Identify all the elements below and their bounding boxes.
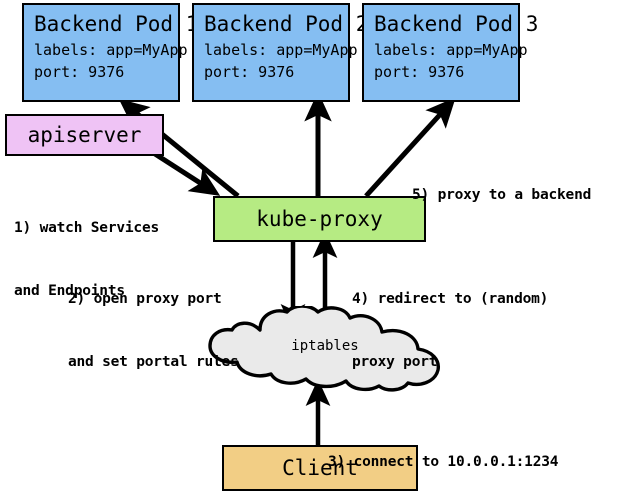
step-2-line-2: and set portal rules	[68, 354, 239, 370]
node-apiserver[interactable]: apiserver	[5, 114, 164, 156]
pod-3-port: port: 9376	[374, 63, 465, 81]
client-label: Client	[282, 456, 358, 480]
pod-1-port: port: 9376	[34, 63, 125, 81]
node-kube-proxy[interactable]: kube-proxy	[213, 196, 426, 242]
pod-2-labels: labels: app=MyApp	[204, 41, 358, 59]
step-4-label: 4) redirect to (random) proxy port	[352, 247, 548, 415]
step-4-line-1: 4) redirect to (random)	[352, 291, 549, 307]
kube-proxy-label: kube-proxy	[256, 207, 383, 231]
cloud-shape	[208, 304, 440, 392]
node-backend-pod-3[interactable]: Backend Pod 3 labels: app=MyApp port: 93…	[362, 3, 539, 102]
pod-1-title: Backend Pod 1	[34, 12, 199, 36]
step-4-line-2: proxy port	[352, 354, 438, 370]
step-1-line-2: and Endpoints	[14, 283, 125, 299]
apiserver-label: apiserver	[27, 123, 142, 147]
step-1-line-1: 1) watch Services	[14, 220, 160, 236]
step-1-label: 1) watch Services and Endpoints	[14, 176, 159, 344]
pod-2-port: port: 9376	[204, 63, 295, 81]
node-backend-pod-2[interactable]: Backend Pod 2 labels: app=MyApp port: 93…	[192, 3, 369, 102]
edge-apiserver-to-kubeproxy	[150, 149, 221, 196]
pod-1-labels: labels: app=MyApp	[34, 41, 188, 59]
iptables-label: iptables	[291, 338, 359, 354]
step-5-line-1: 5) proxy to a backend	[412, 187, 592, 203]
node-client[interactable]: Client	[222, 445, 418, 491]
node-iptables-cloud[interactable]: iptables	[186, 304, 464, 392]
step-2-line-1: 2) open proxy port	[68, 291, 222, 307]
pod-3-labels: labels: app=MyApp	[374, 41, 528, 59]
pod-3-title: Backend Pod 3	[374, 12, 539, 36]
step-5-label: 5) proxy to a backend	[412, 143, 591, 248]
node-backend-pod-1[interactable]: Backend Pod 1 labels: app=MyApp port: 93…	[22, 3, 199, 102]
step-3-line-1: 3) connect to 10.0.0.1:1234	[328, 454, 559, 470]
step-3-label: 3) connect to 10.0.0.1:1234	[328, 410, 559, 494]
step-2-label: 2) open proxy port and set portal rules	[68, 247, 239, 415]
pod-2-title: Backend Pod 2	[204, 12, 369, 36]
edge-kubeproxy-to-pod3	[364, 97, 456, 198]
